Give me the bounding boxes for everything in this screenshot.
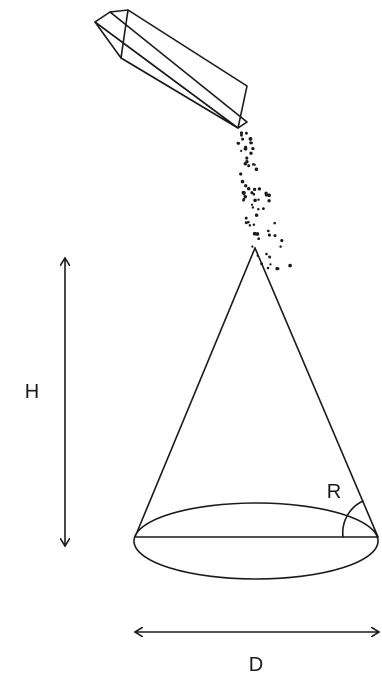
particle: [244, 221, 248, 225]
particle: [251, 146, 255, 151]
particle: [257, 198, 260, 201]
particle: [251, 206, 255, 209]
particle: [246, 186, 251, 191]
particle: [251, 245, 254, 248]
particle: [241, 137, 245, 141]
pouring-chute: [94, 9, 248, 129]
particle: [252, 187, 257, 192]
particle: [254, 213, 259, 217]
particle: [257, 187, 262, 191]
particle: [280, 239, 284, 243]
particle: [244, 184, 248, 188]
particle: [240, 133, 243, 137]
particle: [241, 190, 246, 195]
particle: [273, 221, 276, 225]
particle: [268, 255, 272, 259]
particle: [267, 199, 271, 203]
particle: [254, 167, 259, 172]
particle: [244, 131, 248, 135]
cone-right-edge: [254, 247, 379, 538]
particle: [248, 137, 253, 141]
particle: [265, 252, 268, 256]
particle: [243, 194, 248, 199]
particle: [277, 267, 280, 270]
particle: [244, 145, 248, 149]
particle: [266, 229, 270, 233]
particle: [250, 203, 254, 206]
particle: [253, 198, 257, 203]
particle: [242, 198, 246, 201]
particle: [250, 141, 253, 145]
particle: [267, 233, 271, 237]
falling-particles: [236, 131, 292, 271]
particle: [255, 232, 260, 236]
particle: [248, 224, 252, 227]
particle: [237, 142, 241, 145]
particle: [239, 172, 243, 176]
cone-pile: [133, 247, 379, 580]
particle: [279, 245, 282, 248]
angle-label: R: [327, 481, 341, 503]
particle: [252, 192, 256, 196]
particle: [273, 234, 277, 238]
particle: [261, 207, 265, 211]
particle: [245, 156, 249, 160]
height-label: H: [25, 381, 39, 403]
angle-of-repose-arc: [341, 500, 364, 538]
particle: [252, 223, 256, 226]
particle: [267, 193, 271, 198]
particle: [288, 263, 292, 268]
diameter-label: D: [249, 654, 263, 676]
particle: [244, 216, 248, 220]
cone-base-ellipse: [133, 502, 379, 580]
particle: [247, 220, 250, 224]
cone-left-edge: [134, 247, 256, 538]
particle: [249, 151, 253, 155]
particle: [240, 179, 245, 184]
particle: [257, 208, 260, 211]
particle: [243, 162, 248, 166]
particle: [253, 163, 256, 166]
particle: [247, 164, 251, 168]
particle: [264, 191, 268, 195]
particle: [257, 237, 261, 241]
particle: [252, 231, 257, 236]
particle: [269, 263, 272, 266]
particle: [250, 191, 254, 195]
particle: [239, 131, 244, 135]
particle: [266, 266, 270, 270]
particle: [240, 149, 243, 152]
